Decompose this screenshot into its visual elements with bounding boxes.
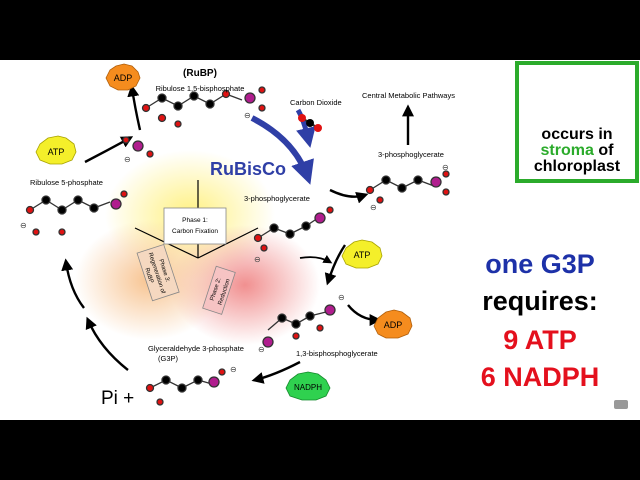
molecule-g3p <box>145 368 226 406</box>
co2-label: Carbon Dioxide <box>290 98 342 107</box>
rubisco-arrows <box>250 108 316 185</box>
nadph-badge: NADPH <box>285 371 331 401</box>
svg-text:RuBP: RuBP <box>143 267 154 284</box>
svg-text:ADP: ADP <box>114 73 133 83</box>
diagram-labels: (RuBP) Ribulose 1,5-bisphosphate Carbon … <box>30 68 455 409</box>
chloroplast-callout: occurs in stroma of chloroplast <box>515 61 639 183</box>
svg-text:Carbon Fixation: Carbon Fixation <box>172 228 218 235</box>
phase-3-box: Phase 3: Regeneration of RuBP <box>136 244 180 302</box>
svg-text:⊖: ⊖ <box>442 163 449 172</box>
letterbox-bottom <box>0 420 640 480</box>
phase-1-box: Phase 1: Carbon Fixation <box>163 207 227 245</box>
svg-text:Phase 1:: Phase 1: <box>182 217 208 224</box>
rubisco-label: RuBisCo <box>210 159 286 179</box>
svg-text:⊖: ⊖ <box>244 111 251 120</box>
summary-line1: one G3P <box>485 249 595 279</box>
stroma-word: stroma <box>540 142 594 159</box>
svg-text:⊖: ⊖ <box>20 221 27 230</box>
rubp-label: Ribulose 1,5-bisphosphate <box>156 84 245 93</box>
of-word: of <box>598 142 614 159</box>
svg-text:NADPH: NADPH <box>294 383 322 392</box>
molecule-pga-mid <box>253 206 334 252</box>
cycle-arrows <box>61 84 369 384</box>
adp-badge-right: ADP <box>373 309 413 339</box>
pga-mid-label: 3-phosphoglycerate <box>244 194 310 203</box>
pi-label: Pi + <box>101 388 134 409</box>
pga-top-label: 3-phosphoglycerate <box>378 150 444 159</box>
g3p-label: Glyceraldehyde 3-phosphate <box>148 344 244 353</box>
g3p-abbrev: (G3P) <box>158 354 179 363</box>
central-pathways-label: Central Metabolic Pathways <box>362 91 455 100</box>
atp-badge-right: ATP <box>341 239 383 269</box>
svg-text:ADP: ADP <box>384 320 403 330</box>
svg-text:ATP: ATP <box>354 250 371 260</box>
chloroplast-line2: stroma of <box>519 143 635 159</box>
rubp-abbrev: (RuBP) <box>183 68 217 79</box>
molecule-bpg <box>262 304 336 348</box>
molecule-ru5p <box>25 190 128 236</box>
svg-text:ATP: ATP <box>48 147 65 157</box>
svg-text:⊖: ⊖ <box>124 155 131 164</box>
svg-text:⊖: ⊖ <box>258 345 265 354</box>
svg-text:⊖: ⊖ <box>254 255 261 264</box>
corner-logo-icon <box>614 400 628 409</box>
molecule-rubp <box>122 86 266 158</box>
molecule-co2 <box>298 114 322 132</box>
molecule-pga-top <box>365 170 450 204</box>
svg-text:⊖: ⊖ <box>338 293 345 302</box>
summary-line4: 6 NADPH <box>480 362 600 392</box>
chloroplast-line3: chloroplast <box>533 158 621 175</box>
side-arrows <box>299 104 414 326</box>
letterbox-top <box>0 0 640 60</box>
adp-badge-top: ADP <box>105 63 141 91</box>
svg-text:⊖: ⊖ <box>230 365 237 374</box>
ru5p-label: Ribulose 5-phosphate <box>30 178 103 187</box>
charge-signs: ⊖ ⊖ ⊖ ⊖ ⊖ ⊖ ⊖ ⊖ ⊖ <box>20 111 449 374</box>
svg-text:⊖: ⊖ <box>370 203 377 212</box>
bpg-label: 1,3-bisphosphoglycerate <box>296 349 378 358</box>
atp-badge-left: ATP <box>35 135 77 165</box>
chloroplast-line1: occurs in <box>541 126 613 143</box>
summary-line2: requires: <box>482 286 598 316</box>
summary-line3: 9 ATP <box>503 325 577 355</box>
